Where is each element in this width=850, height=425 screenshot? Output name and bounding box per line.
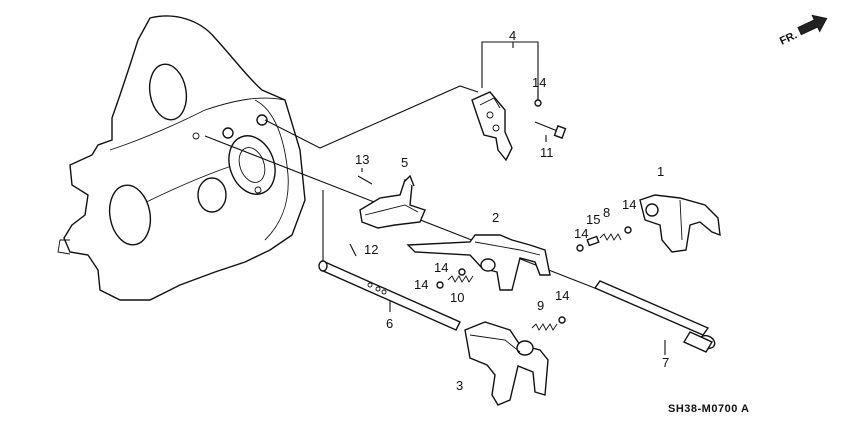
callout-12: 12 [364,242,378,257]
callout-15: 15 [586,212,600,227]
shift-fork-part-2 [406,234,551,291]
callout-14-b: 14 [622,197,636,212]
pin-13 [357,168,373,185]
callout-1: 1 [657,164,664,179]
spring-9 [531,316,566,331]
callout-6: 6 [386,316,393,331]
shift-shaft-7 [593,280,716,355]
callout-14-e: 14 [414,277,428,292]
transmission-housing [57,15,306,301]
spring-8 [576,226,632,252]
callout-7: 7 [662,355,669,370]
shift-fork-part-3 [464,321,549,406]
front-label: FR. [778,29,799,47]
callout-14-a: 14 [532,75,546,90]
callout-11: 11 [540,145,554,160]
shift-fork-part-1 [639,194,721,253]
callouts: 1 2 3 4 5 6 7 8 9 10 11 12 13 14 14 14 1… [355,28,669,393]
spring-10 [436,268,474,289]
callout-10: 10 [450,290,464,305]
callout-14-f: 14 [555,288,569,303]
callout-13: 13 [355,152,369,167]
diagram-code: SH38-M0700 A [668,403,749,415]
callout-5: 5 [401,155,408,170]
callout-4: 4 [509,28,516,43]
callout-14-d: 14 [434,260,448,275]
bracket-part-4 [471,91,513,162]
callout-9: 9 [537,298,544,313]
callout-2: 2 [492,210,499,225]
pin-12 [349,243,357,257]
shift-shaft-6 [318,260,461,331]
front-direction-indicator: FR. [778,14,828,48]
callout-8: 8 [603,205,610,220]
ball-14-top [534,99,542,107]
callout-3: 3 [456,378,463,393]
shift-arm-part-5 [359,174,426,229]
callout-14-c: 14 [574,226,588,241]
bolt-11 [534,121,567,142]
front-arrow-icon [797,14,828,36]
